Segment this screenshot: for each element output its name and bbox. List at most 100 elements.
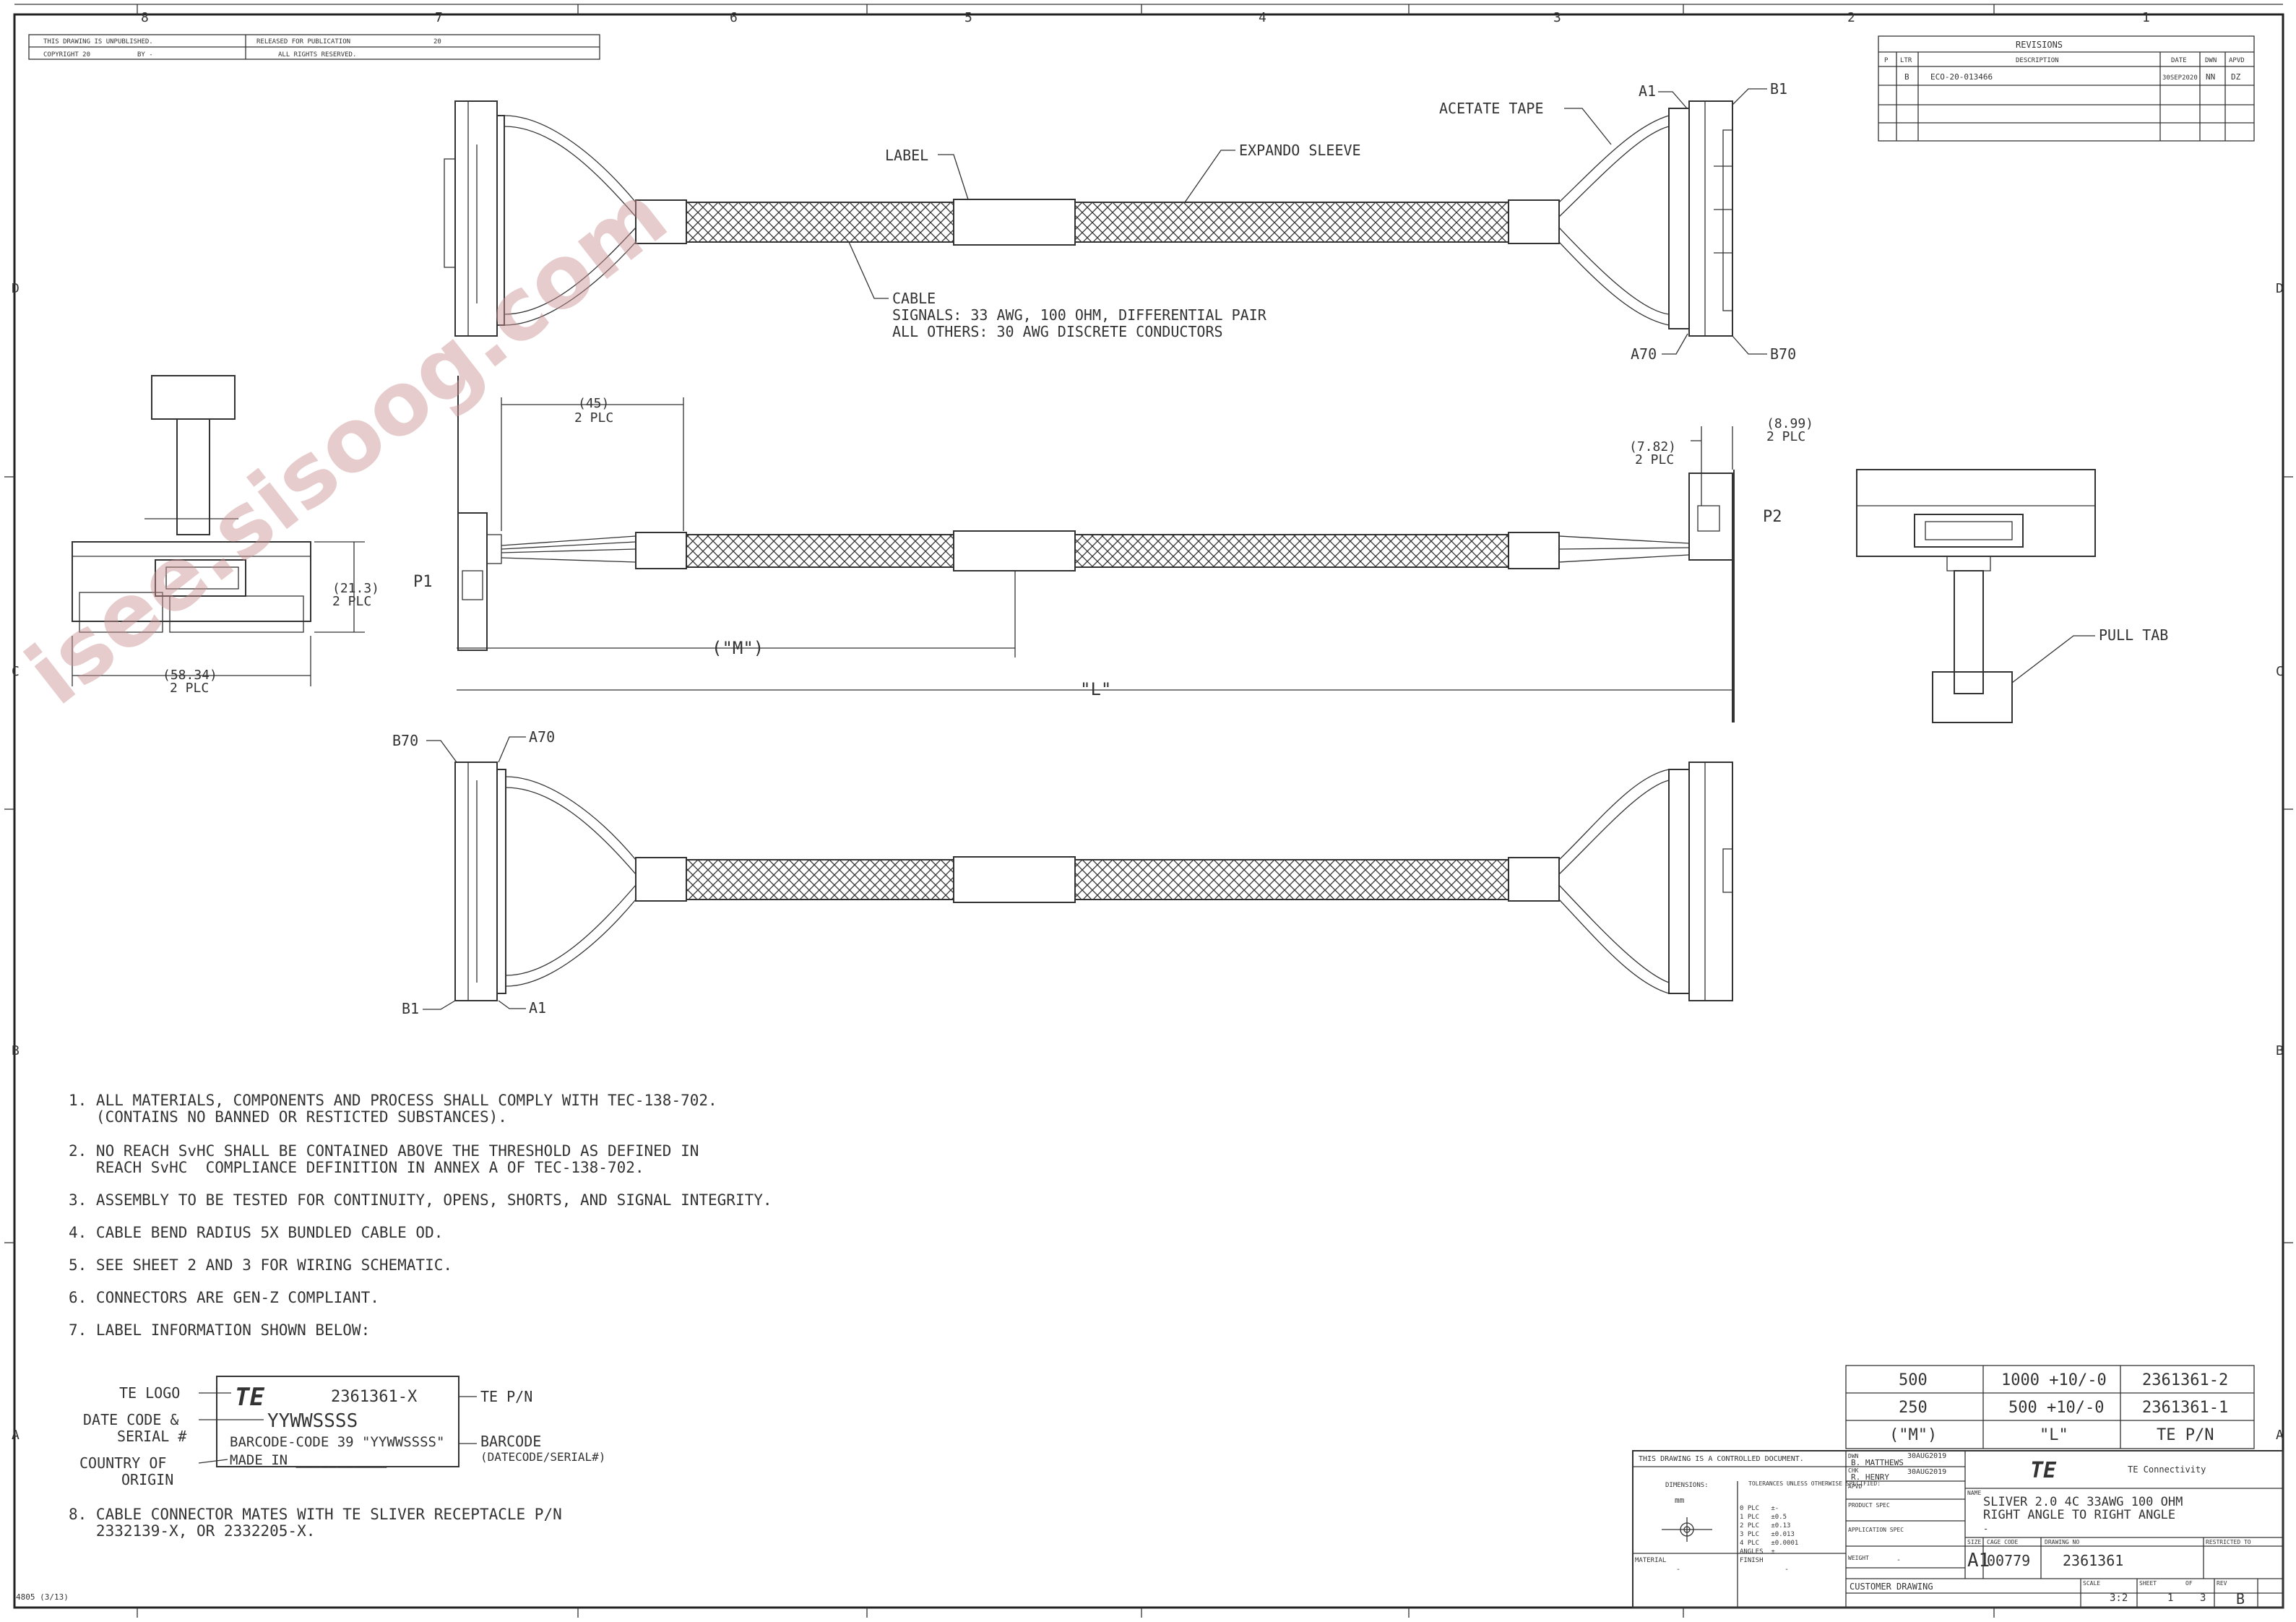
zone-top-7: 2 xyxy=(1847,10,1855,25)
watermark-text: isee.sisoog.com xyxy=(9,165,686,724)
cage-code-label: CAGE CODE xyxy=(1987,1539,2019,1545)
pn-row2-m: 250 xyxy=(1899,1399,1928,1417)
part-number-table: 500 1000 +10/-0 2361361-2 250 500 +10/-0… xyxy=(1845,1365,2255,1449)
label-made-in: MADE IN ___________ xyxy=(230,1452,387,1468)
side-sleeve-left xyxy=(686,534,954,568)
cable-signals-spec: SIGNALS: 33 AWG, 100 OHM, DIFFERENTIAL P… xyxy=(892,306,1267,324)
zone-left-c: C xyxy=(12,664,20,679)
dim-45-plc: 2 PLC xyxy=(574,410,613,426)
drawing-number-label: DRAWING NO xyxy=(2045,1539,2079,1545)
restricted-label: RESTRICTED TO xyxy=(2206,1539,2251,1545)
acetate-tape-callout: ACETATE TAPE xyxy=(1439,100,1544,117)
note-7: 7. LABEL INFORMATION SHOWN BELOW: xyxy=(69,1321,370,1339)
origin-callout: ORIGIN xyxy=(121,1471,173,1488)
expando-sleeve-callout: EXPANDO SLEEVE xyxy=(1239,142,1361,159)
name-label: NAME xyxy=(1967,1490,1981,1496)
rev-header-description: DESCRIPTION xyxy=(2016,57,2059,64)
controlled-doc-notice: THIS DRAWING IS A CONTROLLED DOCUMENT. xyxy=(1639,1455,1804,1463)
sheet-label: SHEET xyxy=(2139,1580,2157,1587)
pin-a70-bottom: A70 xyxy=(529,728,555,746)
scale-value: 3:2 xyxy=(2110,1592,2128,1604)
company-te-logo: TE xyxy=(2030,1458,2057,1483)
drawing-title-line-3: - xyxy=(1983,1524,1988,1534)
dim-58-34: (58.34) xyxy=(163,668,217,683)
released-year: 20 xyxy=(433,38,441,46)
pin-b70-top: B70 xyxy=(1770,345,1796,363)
material-value: - xyxy=(1676,1566,1680,1574)
company-name: TE Connectivity xyxy=(2128,1464,2206,1475)
zone-left-b: B xyxy=(12,1043,20,1058)
pn-row2-pn: 2361361-1 xyxy=(2142,1399,2228,1417)
pn-row1-m: 500 xyxy=(1899,1371,1928,1389)
product-spec-label: PRODUCT SPEC xyxy=(1848,1502,1890,1509)
finish-value: - xyxy=(1784,1566,1789,1574)
copyright-notice: COPYRIGHT 20 xyxy=(43,51,90,59)
pn-header-l: "L" xyxy=(2040,1426,2068,1444)
tolerances-label: TOLERANCES UNLESS OTHERWISE SPECIFIED: xyxy=(1748,1480,1881,1487)
side-sleeve-right xyxy=(1074,534,1509,568)
zone-right-b: B xyxy=(2276,1043,2284,1058)
zone-right-a: A xyxy=(2276,1428,2284,1443)
side-view-dimensions: (45) 2 PLC (8.99) 2 PLC (7.82) 2 PLC ("M… xyxy=(413,396,1813,699)
zone-top-3: 6 xyxy=(730,10,738,25)
application-spec-label: APPLICATION SPEC xyxy=(1848,1527,1904,1533)
p1-designator: P1 xyxy=(413,573,433,591)
pin-b1-bottom: B1 xyxy=(402,1000,419,1017)
tolerance-2plc: 2 PLC ±0.13 xyxy=(1740,1522,1790,1530)
zone-top-8: 1 xyxy=(2142,10,2150,25)
label-callout: LABEL xyxy=(885,147,928,164)
tolerance-3plc: 3 PLC ±0.013 xyxy=(1740,1531,1795,1538)
rev-header-date: DATE xyxy=(2171,57,2187,64)
te-pn-callout: TE P/N xyxy=(480,1388,532,1405)
drawing-number: 2361361 xyxy=(2063,1552,2123,1569)
barcode-callout: BARCODE xyxy=(480,1433,541,1450)
zone-markers: 8 7 6 5 4 3 2 1 D C B A D C B A 4805 (3/… xyxy=(12,10,2284,1602)
revisions-title: REVISIONS xyxy=(2016,40,2063,50)
pn-header-m: ("M") xyxy=(1889,1426,1937,1444)
apvd-label: APVD xyxy=(1848,1483,1862,1490)
sheet-total: 3 xyxy=(2200,1592,2206,1604)
dim-21-3: (21.3) xyxy=(332,581,379,596)
left-end-dimensions: (21.3) 2 PLC (58.34) 2 PLC xyxy=(72,541,379,696)
sheet-number: 1 xyxy=(2167,1592,2173,1604)
cable-callout: CABLE xyxy=(892,290,936,307)
note-5: 5. SEE SHEET 2 AND 3 FOR WIRING SCHEMATI… xyxy=(69,1256,452,1274)
chk-name: R. HENRY xyxy=(1851,1472,1889,1482)
right-end-view: PULL TAB xyxy=(1856,469,2168,723)
zone-top-4: 5 xyxy=(964,10,972,25)
dimensions-units: mm xyxy=(1675,1496,1685,1505)
pin-a1-top: A1 xyxy=(1639,82,1656,100)
left-end-view xyxy=(72,375,311,633)
cable-others-spec: ALL OTHERS: 30 AWG DISCRETE CONDUCTORS xyxy=(892,323,1223,340)
note-4: 4. CABLE BEND RADIUS 5X BUNDLED CABLE OD… xyxy=(69,1224,443,1241)
dim-21-3-plc: 2 PLC xyxy=(332,594,371,609)
finish-label: FINISH xyxy=(1740,1557,1764,1564)
material-label: MATERIAL xyxy=(1635,1557,1666,1564)
dim-m: ("M") xyxy=(712,638,764,658)
expando-sleeve-left xyxy=(686,202,954,243)
zone-left-a: A xyxy=(12,1428,20,1443)
pin-a70-top: A70 xyxy=(1631,345,1657,363)
top-view-callouts: LABEL EXPANDO SLEEVE ACETATE TAPE A1 B1 … xyxy=(848,80,1796,363)
rev-cell-date: 30SEP2020 xyxy=(2162,74,2198,82)
expando-sleeve-right xyxy=(1074,202,1509,243)
side-view-cable-assembly xyxy=(457,376,1735,722)
bottom-view-callouts: B70 A70 B1 A1 xyxy=(392,728,555,1017)
top-view-cable-assembly xyxy=(444,100,1733,337)
note-8-cont: 2332139-X, OR 2332205-X. xyxy=(69,1522,315,1540)
date-code-callout: DATE CODE & xyxy=(83,1411,178,1428)
pin-a1-bottom: A1 xyxy=(529,999,546,1017)
label-date-code: YYWWSSSS xyxy=(267,1410,358,1432)
note-3: 3. ASSEMBLY TO BE TESTED FOR CONTINUITY,… xyxy=(69,1191,772,1209)
country-callout: COUNTRY OF xyxy=(79,1454,166,1472)
pn-header-te-pn: TE P/N xyxy=(2157,1426,2214,1444)
side-label-band xyxy=(953,530,1076,571)
bottom-sleeve-right xyxy=(1074,859,1509,900)
unpublished-notice: THIS DRAWING IS UNPUBLISHED. xyxy=(43,38,153,46)
zone-right-c: C xyxy=(2276,664,2284,679)
zone-right-d: D xyxy=(2276,281,2284,296)
pn-row2-l: 500 +10/-0 xyxy=(2008,1399,2104,1417)
revisions-block: REVISIONS P LTR DESCRIPTION DATE DWN APV… xyxy=(1878,35,2255,142)
rev-header-ltr: LTR xyxy=(1900,57,1912,64)
